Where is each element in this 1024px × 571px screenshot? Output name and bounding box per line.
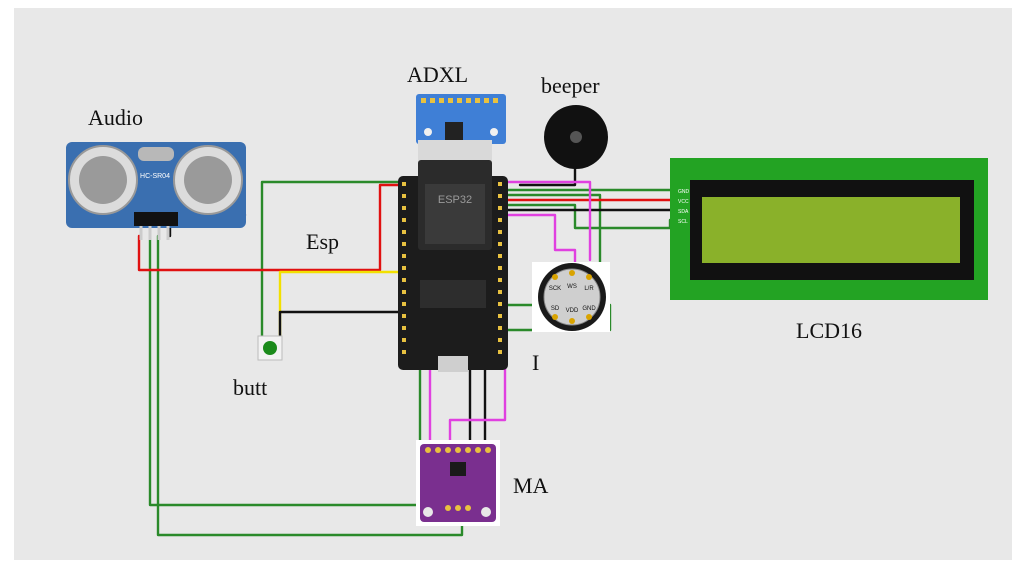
lcd-pin-scl: SCL [678, 219, 688, 225]
wire-magenta-beeper [503, 180, 592, 262]
mic-pin-ws: WS [567, 284, 577, 290]
label-i: I [532, 350, 540, 375]
mic-pin-lr: L/R [584, 286, 594, 292]
lcd-pin-gnd: GND [678, 189, 690, 195]
mic-pin-sd: SD [551, 306, 560, 312]
mic-pin-vdd: VDD [566, 308, 579, 314]
wire-green-top-loop [260, 180, 402, 338]
wire-red-sensor-vcc [137, 183, 402, 272]
wire-green-lcd-scl [503, 203, 672, 230]
wire-magenta-mic [503, 213, 577, 282]
mic-pin-sck: SCK [549, 286, 561, 292]
label-adxl: ADXL [407, 62, 469, 87]
ultrasonic-sensor: HC-SR04 [66, 142, 246, 240]
wire-black-beeper [518, 163, 577, 187]
label-beeper: beeper [541, 73, 600, 98]
esp32-board: ESP32 [398, 140, 508, 372]
label-ma: MA [513, 473, 549, 498]
label-esp: Esp [306, 229, 339, 254]
adxl-accelerometer [416, 94, 506, 144]
wire-black-button-gnd [278, 310, 402, 360]
push-button [257, 335, 283, 361]
sensor-model-text: HC-SR04 [140, 173, 170, 180]
label-audio: Audio [88, 105, 143, 130]
label-lcd16: LCD16 [796, 318, 862, 343]
beeper [544, 105, 608, 169]
label-butt: butt [233, 375, 268, 400]
wire-magenta-ma-2 [448, 328, 507, 442]
mic-pin-gnd: GND [582, 306, 596, 312]
mic-amplifier-board [416, 440, 500, 526]
lcd-pin-vcc: VCC [678, 199, 689, 205]
i2s-microphone: SCK WS L/R SD VDD GND [532, 262, 610, 332]
esp-model-text: ESP32 [438, 194, 472, 206]
lcd-pin-sda: SDA [678, 209, 689, 215]
lcd16-display: GND VCC SDA SCL [670, 158, 988, 300]
wire-green-sensor-to-mic [148, 234, 422, 507]
wires [137, 98, 672, 537]
